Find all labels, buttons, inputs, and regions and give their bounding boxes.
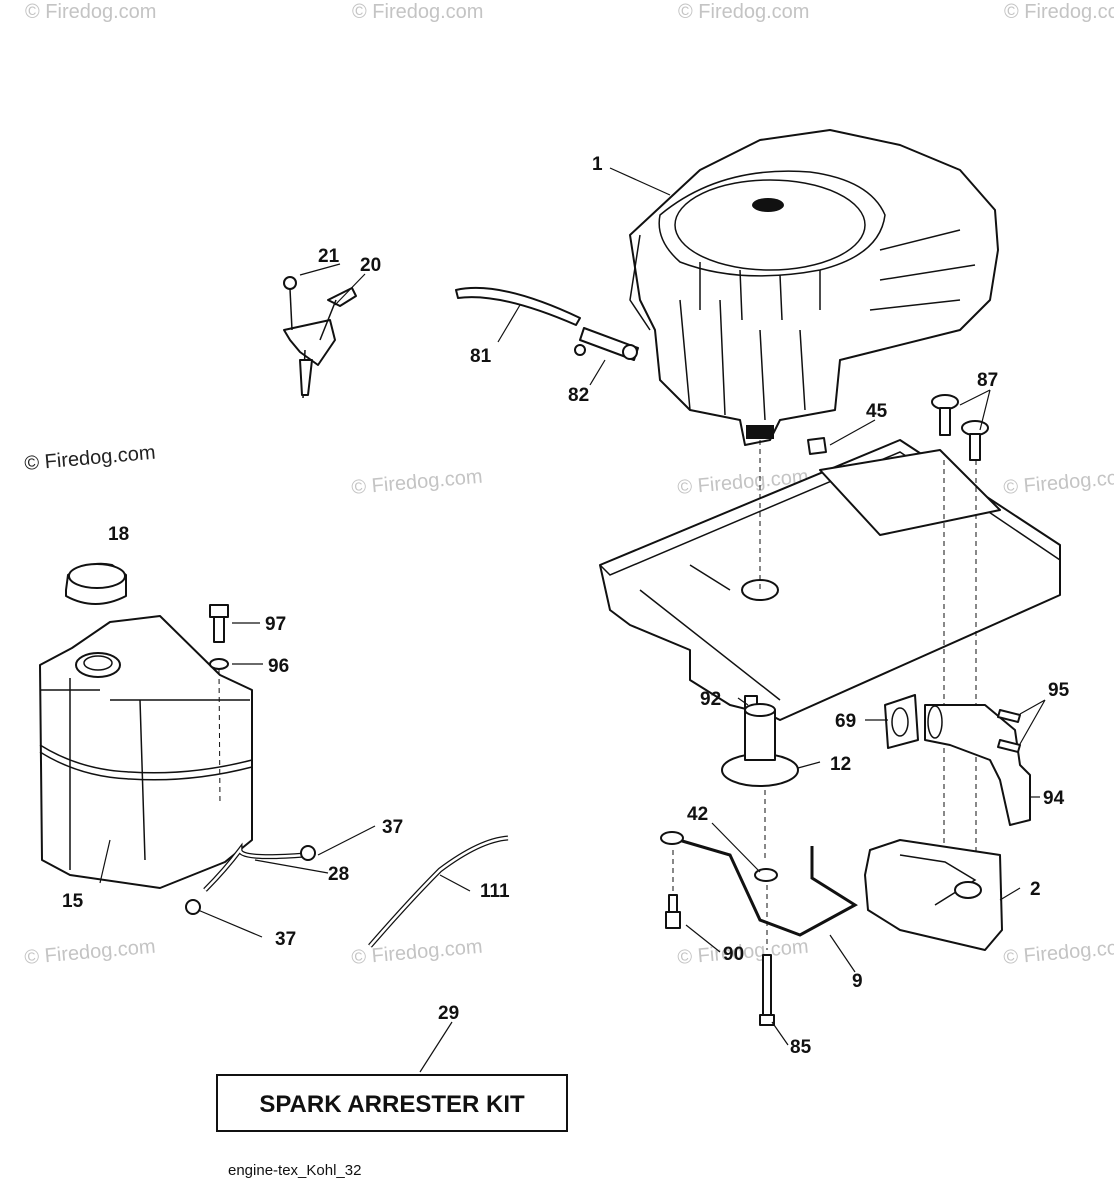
callout-92: 92 (700, 689, 721, 710)
leader-lines (99, 167, 1046, 1073)
diagram-caption: engine-tex_Kohl_32 (228, 1162, 361, 1179)
bolt-97 (209, 604, 229, 643)
watermark: © Firedog.com (678, 1, 809, 23)
watermark: © Firedog.com (351, 466, 484, 499)
mounting-frame (599, 439, 1061, 721)
callout-2: 2 (1030, 879, 1041, 900)
callout-9: 9 (852, 971, 863, 992)
washer-42 (754, 868, 778, 882)
watermark: © Firedog.com (24, 936, 157, 969)
washer-96 (209, 658, 229, 670)
pulley-12 (721, 703, 799, 787)
alignment-line (218, 669, 221, 806)
watermark: © Firedog.com (1004, 1, 1114, 23)
fuel-line-111 (368, 835, 509, 948)
callout-20: 20 (360, 255, 381, 276)
hose-clamp-37b (185, 899, 201, 915)
bracket-rod-9 (660, 831, 858, 937)
callout-87: 87 (977, 370, 998, 391)
callout-45: 45 (866, 401, 888, 422)
spark-arrester-kit-box: SPARK ARRESTER KIT (216, 1074, 568, 1132)
watermark: © Firedog.com (1003, 936, 1114, 969)
bolt-90 (665, 894, 681, 929)
callout-90: 90 (723, 944, 744, 965)
callout-37b: 37 (275, 929, 296, 950)
callout-81: 81 (470, 346, 492, 367)
engine (629, 129, 999, 446)
callout-96: 96 (268, 656, 289, 677)
watermark: © Firedog.com (352, 1, 483, 23)
callout-42: 42 (687, 804, 708, 825)
fuel-line-28 (203, 842, 306, 892)
muffler (864, 839, 1003, 951)
callout-21: 21 (318, 246, 340, 267)
callout-69: 69 (835, 711, 856, 732)
callout-15: 15 (62, 891, 84, 912)
hose-clamp-37a (300, 845, 316, 861)
gasket-69 (884, 694, 919, 749)
bolt-85 (759, 954, 775, 1026)
watermark: © Firedog.com (25, 1, 156, 23)
fuel-cap (65, 562, 127, 605)
callout-82: 82 (568, 385, 589, 406)
callout-28: 28 (328, 864, 349, 885)
callout-18: 18 (108, 524, 129, 545)
callout-37a: 37 (382, 817, 403, 838)
fuel-filter (574, 327, 639, 361)
callout-94: 94 (1043, 788, 1065, 809)
callout-95: 95 (1048, 680, 1070, 701)
knob-87b (961, 420, 989, 461)
callout-97: 97 (265, 614, 286, 635)
watermark: © Firedog.com (1003, 466, 1114, 499)
exhaust-pipe-94 (924, 704, 1031, 826)
kit-label: SPARK ARRESTER KIT (259, 1091, 525, 1118)
callouts: 1 2 9 12 15 18 20 21 28 29 37 37 42 45 6… (62, 154, 1070, 1058)
callout-29: 29 (438, 1003, 459, 1024)
callout-111: 111 (480, 881, 510, 902)
kit-frame (216, 1074, 568, 1132)
nut-45 (807, 437, 827, 455)
callout-1: 1 (592, 154, 603, 175)
throttle-bracket (283, 276, 357, 399)
fuel-tank (39, 615, 253, 889)
watermark: © Firedog.com (24, 442, 157, 475)
fuel-hose (455, 287, 581, 326)
screws-95 (997, 709, 1021, 753)
watermark: © Firedog.com (351, 936, 484, 969)
callout-12: 12 (830, 754, 851, 775)
callout-85: 85 (790, 1037, 812, 1058)
knob-87a (931, 394, 959, 436)
